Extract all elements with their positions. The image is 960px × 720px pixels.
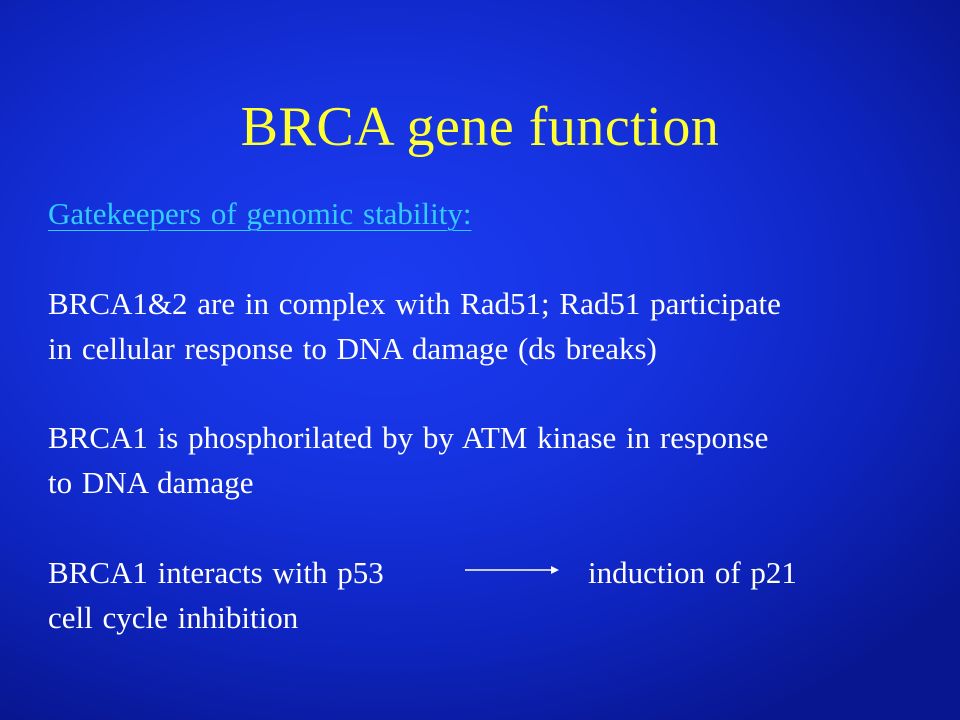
slide-subtitle: Gatekeepers of genomic stability: [48,196,472,231]
paragraph-1-line-2: in cellular response to DNA damage (ds b… [48,331,657,366]
right-arrow-icon [465,566,559,574]
paragraph-3-line-1-left: BRCA1 interacts with p53 [48,555,384,590]
slide-title: BRCA gene function [240,96,720,158]
paragraph-3-line-2: cell cycle inhibition [48,600,299,635]
paragraph-2-line-1: BRCA1 is phosphorilated by by ATM kinase… [48,420,769,455]
paragraph-3-line-1-right: induction of p21 [588,555,797,590]
paragraph-2-line-2: to DNA damage [48,465,254,500]
paragraph-1-line-1: BRCA1&2 are in complex with Rad51; Rad51… [48,286,781,321]
